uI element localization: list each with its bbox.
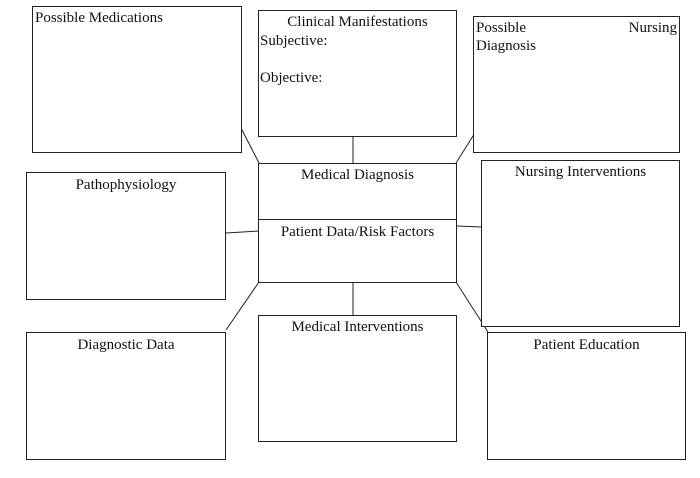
medical-diagnosis-box: Medical Diagnosis	[258, 163, 457, 220]
nursing-diagnosis-word-possible: Possible	[476, 20, 527, 36]
patient-education-box: Patient Education	[487, 332, 686, 460]
pathophysiology-box: Pathophysiology	[26, 172, 226, 300]
nursing-diagnosis-title-row: Possible Nursing	[476, 20, 677, 37]
medical-interventions-title: Medical Interventions	[291, 319, 424, 335]
patient-data-title: Patient Data/Risk Factors	[280, 224, 435, 240]
clinical-manifestations-title: Clinical Manifestations	[287, 14, 428, 30]
connector-diagnostic-data	[225, 281, 260, 331]
medical-diagnosis-title: Medical Diagnosis	[301, 167, 414, 183]
objective-label: Objective:	[260, 70, 323, 86]
patient-education-title: Patient Education	[533, 337, 640, 353]
nursing-diagnosis-word-diagnosis: Diagnosis	[476, 38, 536, 54]
medical-interventions-box: Medical Interventions	[258, 315, 457, 442]
diagnostic-data-title: Diagnostic Data	[77, 337, 175, 353]
connector-nursing-interventions	[455, 225, 483, 228]
possible-medications-title: Possible Medications	[35, 10, 163, 26]
nursing-interventions-box: Nursing Interventions	[481, 160, 680, 327]
connector-pathophysiology	[225, 230, 260, 234]
possible-medications-box: Possible Medications	[32, 6, 242, 153]
connector-medications	[240, 127, 260, 164]
pathophysiology-title: Pathophysiology	[75, 177, 177, 193]
clinical-manifestations-box: Clinical Manifestations Subjective: Obje…	[258, 10, 457, 137]
diagnostic-data-box: Diagnostic Data	[26, 332, 226, 460]
possible-nursing-diagnosis-box: Possible Nursing Diagnosis	[473, 16, 680, 153]
nursing-interventions-title: Nursing Interventions	[514, 164, 647, 180]
subjective-label: Subjective:	[260, 33, 328, 49]
patient-data-box: Patient Data/Risk Factors	[258, 219, 457, 283]
nursing-diagnosis-word-nursing: Nursing	[628, 20, 677, 36]
